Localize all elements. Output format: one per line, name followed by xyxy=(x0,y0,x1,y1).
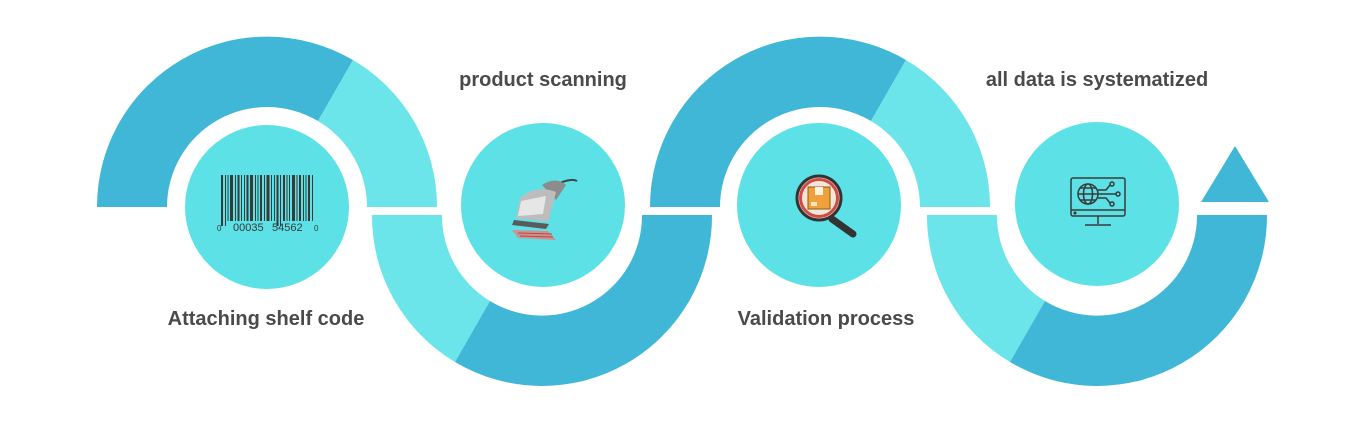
barcode-digit-tail: 0 xyxy=(314,224,319,233)
network-monitor-icon xyxy=(1070,177,1126,226)
barcode-bar xyxy=(221,175,223,226)
barcode-bar xyxy=(286,175,288,221)
barcode-bar xyxy=(241,175,242,221)
barcode-bar xyxy=(237,175,240,221)
barcode-bar xyxy=(260,175,262,221)
barcode-bar xyxy=(264,175,265,221)
band-segment-2-dark xyxy=(455,215,713,386)
barcode-bar xyxy=(246,175,249,221)
step-label-validation-process: Validation process xyxy=(737,308,915,330)
band-segment-2-light xyxy=(371,215,490,362)
barcode-digits-left: 00035 xyxy=(233,222,264,234)
barcode-bar xyxy=(280,175,281,226)
barcode-bar xyxy=(244,175,245,221)
band-segment-1-dark xyxy=(96,36,353,207)
band-segment-1-light xyxy=(318,60,438,207)
barcode-icon: 0 00035 54562 0 xyxy=(217,175,319,234)
barcode-bar xyxy=(255,175,256,221)
band-segment-4-dark xyxy=(1010,215,1268,386)
barcode-bar xyxy=(257,175,259,221)
barcode-bar xyxy=(283,175,285,221)
barcode-bar xyxy=(235,175,236,221)
barcode-bar xyxy=(250,175,253,221)
barcode-scanner-icon xyxy=(512,178,578,240)
barcode-bar xyxy=(276,175,279,226)
step-label-all-data-systematized: all data is systematized xyxy=(985,69,1209,91)
barcode-bar xyxy=(230,175,233,221)
barcode-bar xyxy=(271,175,272,221)
band-segment-3-dark xyxy=(649,36,906,207)
barcode-bar xyxy=(303,175,304,221)
step-label-product-scanning: product scanning xyxy=(459,69,627,91)
barcode-digit-lead: 0 xyxy=(217,224,222,233)
barcode-digits-right: 54562 xyxy=(272,222,303,234)
barcode-bar xyxy=(292,175,295,221)
arrow-head xyxy=(1201,146,1269,202)
barcode-bar xyxy=(227,175,229,221)
barcode-bar xyxy=(312,175,313,221)
step-label-attaching-shelf-code: Attaching shelf code xyxy=(167,308,365,330)
barcode-bar xyxy=(225,175,226,226)
magnifier-package-icon xyxy=(795,174,857,238)
barcode-bar xyxy=(299,175,301,221)
band-segment-4-light xyxy=(926,215,1045,362)
barcode-bar xyxy=(289,175,290,221)
barcode-bar xyxy=(274,175,275,221)
barcode-bar xyxy=(266,175,270,221)
barcode-bar xyxy=(308,175,310,221)
band-segment-3-light xyxy=(871,60,991,207)
barcode-bar xyxy=(305,175,307,221)
step-circle-4 xyxy=(1015,122,1179,286)
barcode-bar xyxy=(296,175,298,221)
